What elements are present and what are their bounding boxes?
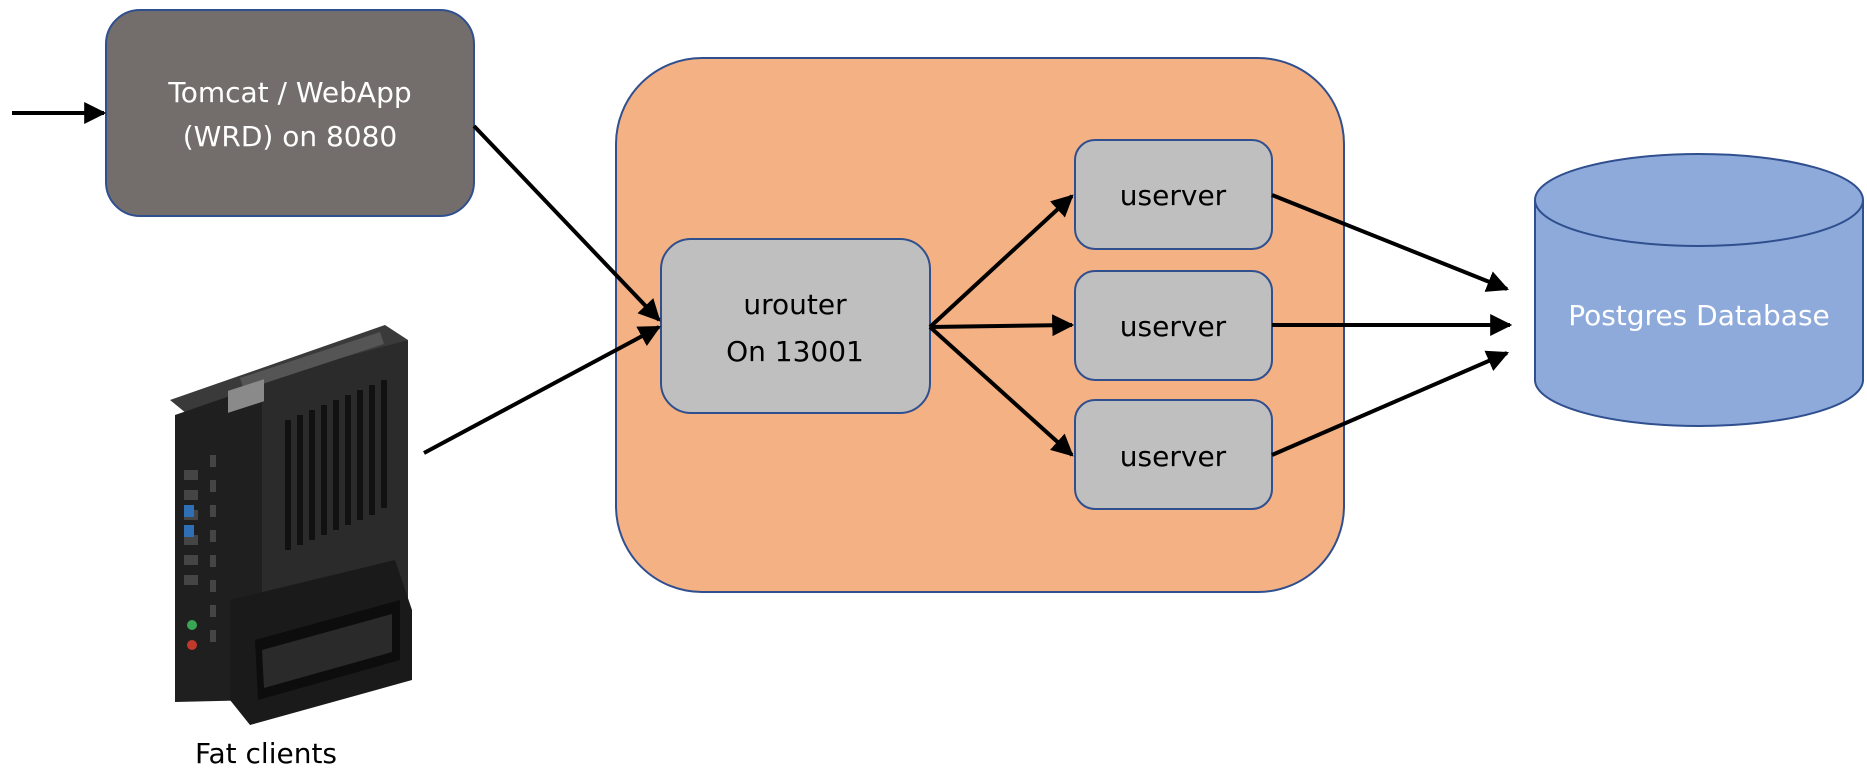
tomcat-webapp-label-line1: Tomcat / WebApp [167,76,411,109]
fat-clients-label: Fat clients [195,737,337,769]
fat-clients-to-urouter-arrow [423,325,661,455]
userver-node-2: userver [1074,270,1273,381]
userver-3-to-database-arrow [1271,350,1510,457]
userver-1-to-database-arrow [1271,193,1510,292]
mini-pc-icon [170,325,412,725]
tomcat-webapp-node: Tomcat / WebApp (WRD) on 8080 [105,9,475,217]
userver-label-3: userver [1120,440,1227,473]
tomcat-webapp-label-line2: (WRD) on 8080 [183,120,397,153]
userver-node-1: userver [1074,139,1273,250]
urouter-label-line1: urouter [743,288,847,321]
tomcat-to-urouter-arrow [472,124,661,322]
urouter-to-userver-1-arrow [928,194,1074,329]
userver-label-1: userver [1120,179,1227,212]
postgres-database-label: Postgres Database [1568,299,1830,332]
urouter-to-userver-3-arrow [928,325,1074,457]
urouter-label-line2: On 13001 [726,335,864,368]
userver-label-2: userver [1120,310,1227,343]
urouter-node: urouter On 13001 [660,238,931,414]
userver-node-3: userver [1074,399,1273,510]
postgres-database-node: Postgres Database [1534,153,1864,427]
urouter-to-userver-2-arrow [929,314,1075,337]
